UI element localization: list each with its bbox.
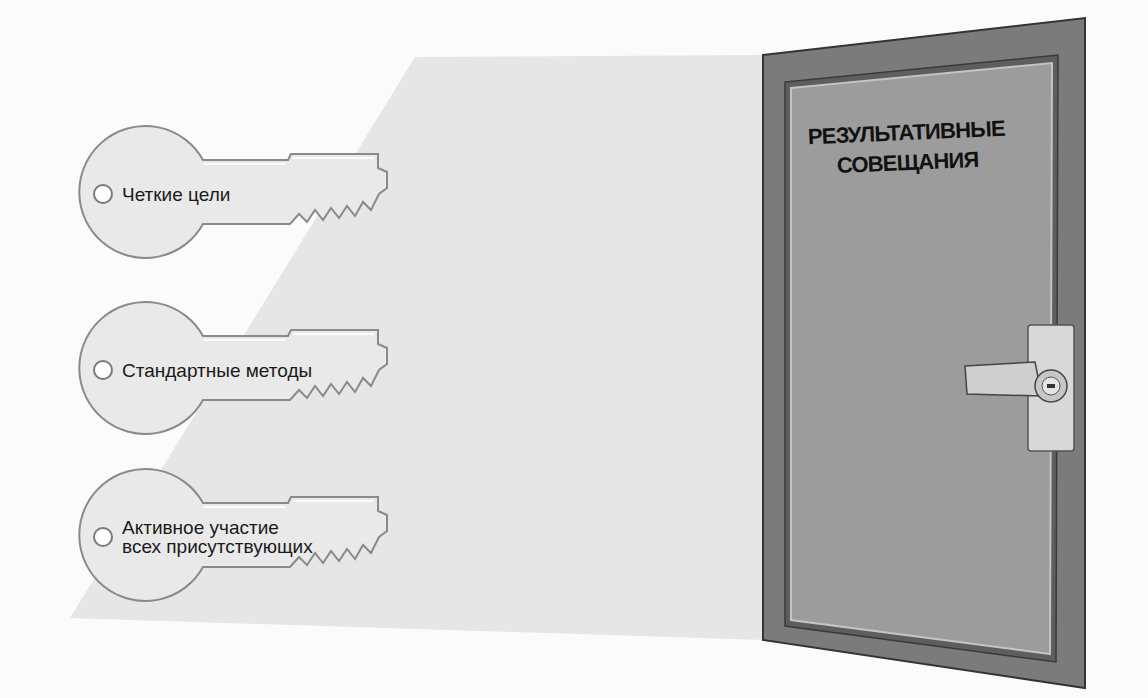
key-body bbox=[79, 126, 387, 258]
door-lever bbox=[965, 362, 1041, 396]
door-frame bbox=[763, 18, 1085, 688]
key-hole bbox=[94, 185, 112, 203]
key-label: Четкие цели bbox=[122, 185, 322, 204]
key-hole bbox=[94, 361, 112, 379]
key-body bbox=[79, 302, 387, 434]
handle-plate bbox=[1028, 325, 1074, 451]
key-body bbox=[79, 469, 387, 601]
keyhole bbox=[1047, 384, 1055, 388]
key-highlight bbox=[203, 158, 374, 164]
door-panel-edge bbox=[785, 55, 1058, 662]
door-node: РЕЗУЛЬТАТИВНЫЕ СОВЕЩАНИЯ bbox=[755, 10, 1095, 695]
key-label: Стандартные методы bbox=[122, 361, 322, 380]
light-beam bbox=[70, 55, 766, 640]
lock-face bbox=[1042, 377, 1060, 395]
key-node: Четкие цели bbox=[78, 122, 390, 262]
lock-cylinder bbox=[1035, 370, 1067, 402]
key-hole bbox=[94, 528, 112, 546]
door-outline bbox=[755, 10, 1095, 695]
key-highlight bbox=[203, 501, 374, 507]
key-node: Стандартные методы bbox=[78, 298, 390, 438]
key-node: Активное участие всех присутствующих bbox=[78, 465, 390, 605]
key-label: Активное участие всех присутствующих bbox=[122, 518, 322, 556]
door-sign: РЕЗУЛЬТАТИВНЫЕ СОВЕЩАНИЯ bbox=[790, 113, 1024, 183]
key-highlight bbox=[203, 334, 374, 340]
